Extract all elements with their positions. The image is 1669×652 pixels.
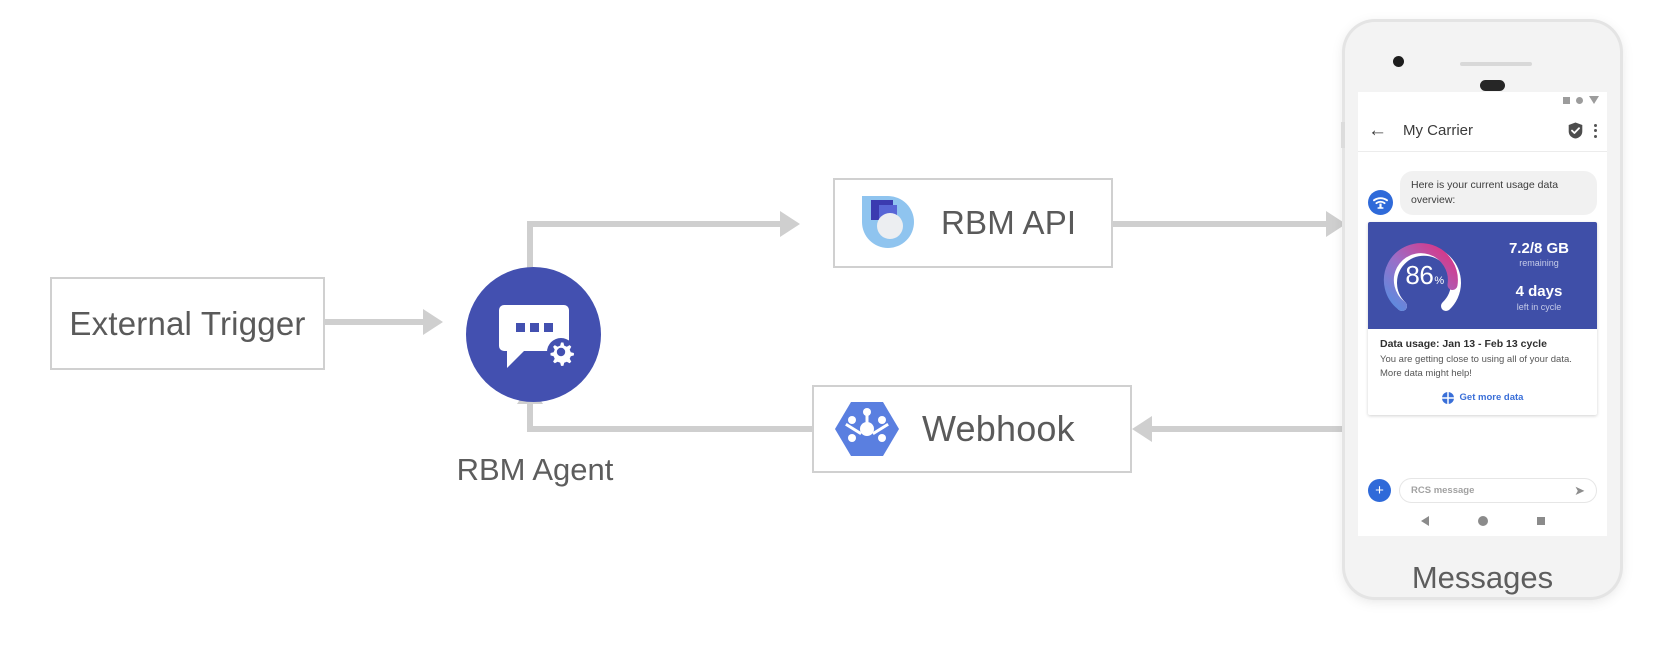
external-trigger-label: External Trigger: [69, 304, 306, 342]
signal-wifi-icon: [1368, 190, 1393, 216]
earpiece-speaker: [1460, 62, 1532, 66]
power-button[interactable]: [1341, 122, 1345, 148]
phone-device: ← My Carrier: [1341, 22, 1620, 597]
webhook-label: Webhook: [922, 408, 1075, 449]
rbm-api-logo-icon: [862, 196, 914, 248]
gauge-percent-value: 86%: [1382, 234, 1466, 318]
data-usage-card[interactable]: 86% 7.2/8 GB remaining 4 days left in cy…: [1368, 222, 1597, 415]
wire-rbmapi-to-device: [1113, 221, 1334, 227]
gauge-percent-sign: %: [1434, 274, 1444, 287]
get-more-data-button[interactable]: Get more data: [1380, 391, 1585, 404]
sensor-notch: [1480, 80, 1505, 91]
get-more-data-label: Get more data: [1459, 392, 1524, 404]
wire-device-to-webhook: [1145, 426, 1345, 432]
shield-check-icon[interactable]: [1568, 122, 1583, 139]
card-body: Data usage: Jan 13 - Feb 13 cycle You ar…: [1368, 329, 1597, 415]
wire-agent-up: [527, 221, 533, 277]
rbm-agent-label: RBM Agent: [456, 452, 614, 487]
data-amount-caption: remaining: [1519, 258, 1559, 269]
rcs-input-placeholder: RCS message: [1411, 484, 1475, 496]
days-left: 4 days: [1515, 283, 1563, 301]
rbm-agent-node[interactable]: [466, 267, 601, 402]
device-label: Messages: [1411, 560, 1554, 595]
webhook-node[interactable]: Webhook: [812, 385, 1132, 473]
data-amount: 7.2/8 GB: [1508, 240, 1569, 258]
android-nav-bar: [1358, 506, 1607, 536]
wire-agent-up-return: [527, 402, 533, 430]
app-bar: ← My Carrier: [1358, 110, 1607, 152]
gauge-number: 86: [1405, 260, 1434, 291]
card-description: You are getting close to using all of yo…: [1380, 354, 1572, 380]
conversation-area: Here is your current usage data overview…: [1358, 153, 1607, 474]
rcs-message-input[interactable]: RCS message ➤: [1399, 477, 1597, 503]
webhook-hexagon-icon: [835, 402, 899, 456]
nav-home-icon[interactable]: [1477, 516, 1488, 526]
plus-icon[interactable]: +: [1368, 478, 1391, 502]
wire-trigger-to-agent: [325, 319, 423, 325]
wire-agent-to-rbmapi: [527, 221, 780, 227]
arrowhead-trigger-to-agent: [423, 309, 443, 335]
compose-bar: + RCS message ➤: [1358, 474, 1607, 506]
arrowhead-rbmapi-to-device: [1326, 211, 1346, 237]
back-arrow-icon[interactable]: ←: [1368, 120, 1387, 141]
kebab-menu-icon[interactable]: [1594, 123, 1597, 138]
card-hero-stats: 7.2/8 GB remaining 4 days left in cycle: [1509, 240, 1583, 312]
conversation-title: My Carrier: [1403, 122, 1473, 139]
nav-back-icon[interactable]: [1420, 516, 1429, 526]
rbm-api-label: RBM API: [941, 204, 1077, 241]
app-bar-actions: [1568, 122, 1597, 139]
arrowhead-agent-to-rbmapi: [780, 211, 800, 237]
external-trigger-node[interactable]: External Trigger: [50, 277, 325, 370]
chat-gear-icon: [499, 305, 575, 368]
usage-gauge: 86%: [1382, 234, 1466, 318]
send-icon[interactable]: ➤: [1574, 482, 1585, 498]
wire-webhook-to-agent: [527, 426, 812, 432]
message-row: Here is your current usage data overview…: [1368, 171, 1597, 216]
card-hero: 86% 7.2/8 GB remaining 4 days left in cy…: [1368, 222, 1597, 330]
globe-icon: [1441, 391, 1454, 404]
arrowhead-device-to-webhook: [1132, 416, 1152, 442]
square-icon: [1563, 96, 1570, 104]
rbm-api-node[interactable]: RBM API: [833, 178, 1113, 268]
circle-icon: [1576, 96, 1583, 104]
days-left-caption: left in cycle: [1516, 301, 1562, 312]
phone-screen: ← My Carrier: [1358, 92, 1607, 536]
nav-recents-icon[interactable]: [1536, 517, 1545, 525]
front-camera-icon: [1393, 56, 1404, 67]
card-title: Data usage: Jan 13 - Feb 13 cycle: [1380, 338, 1547, 351]
message-bubble: Here is your current usage data overview…: [1400, 171, 1597, 216]
status-bar: [1563, 96, 1599, 104]
triangle-down-icon: [1589, 96, 1599, 104]
